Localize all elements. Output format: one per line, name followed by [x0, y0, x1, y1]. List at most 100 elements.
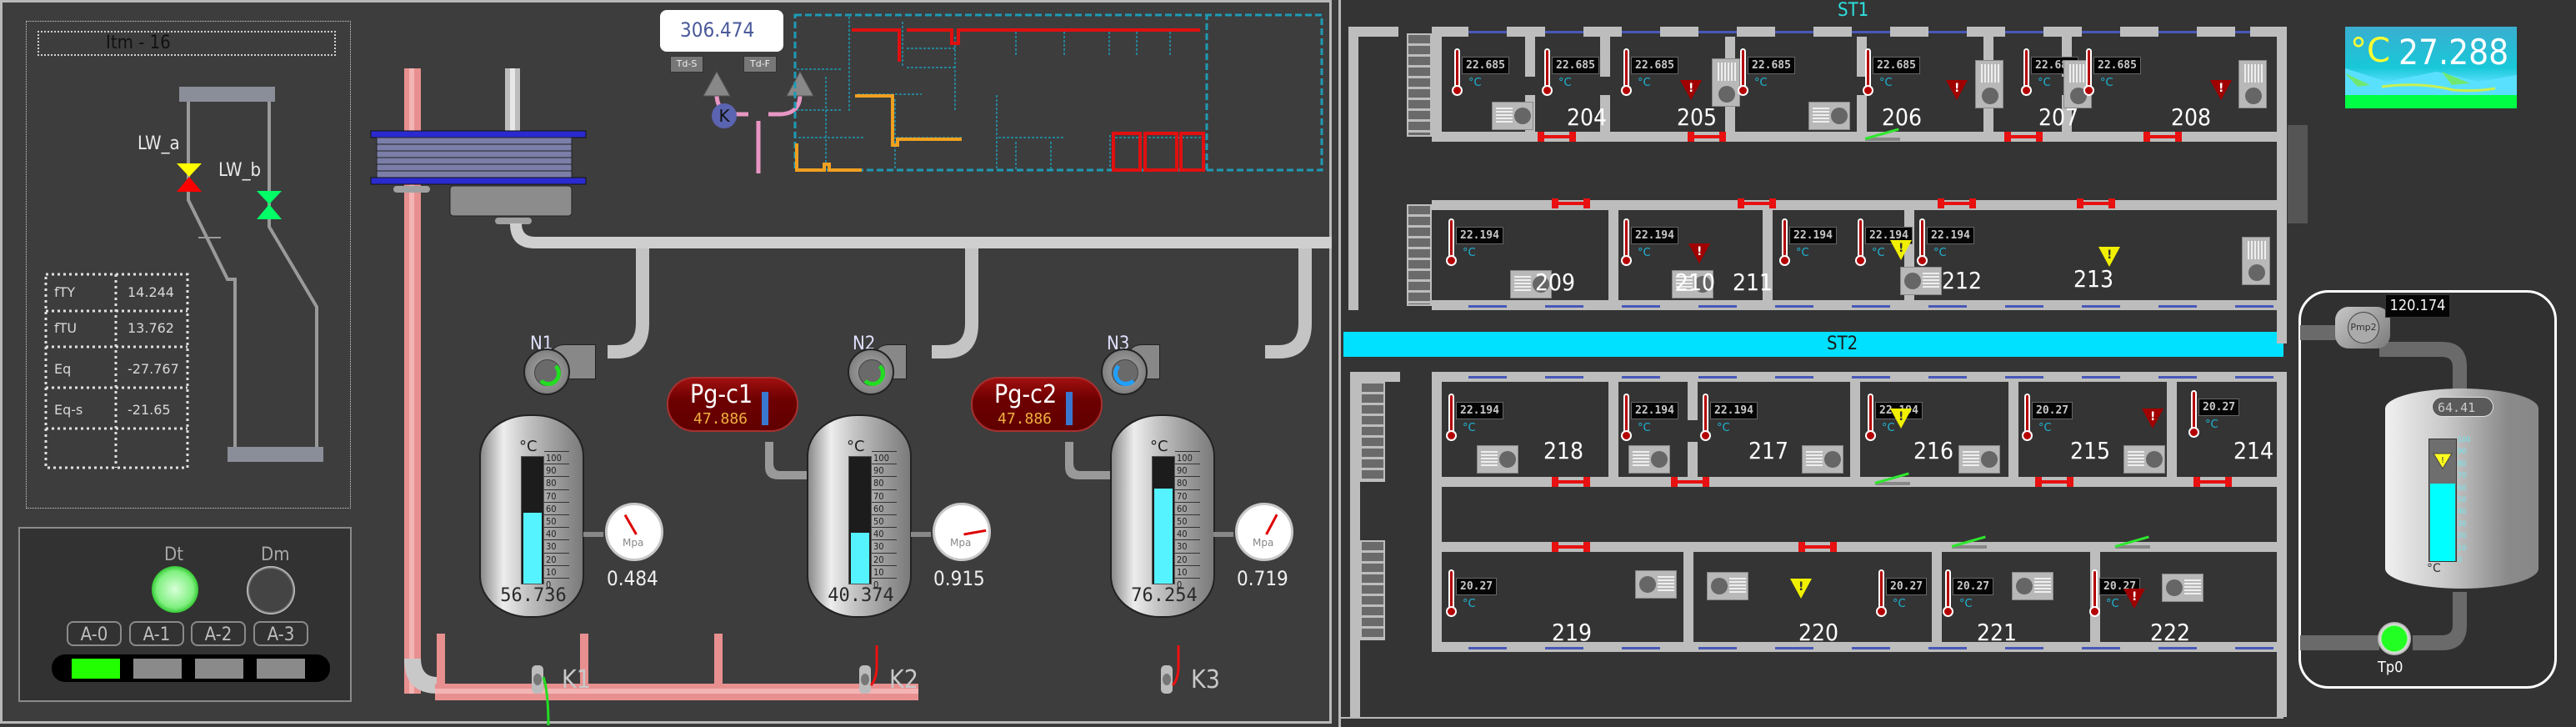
- window: [2158, 31, 2197, 33]
- ac-unit-icon[interactable]: [1712, 58, 1740, 107]
- wall-segment: [1813, 27, 1852, 37]
- a2-button[interactable]: A-2: [191, 621, 246, 646]
- pump-pmp2[interactable]: Pmp2: [2335, 307, 2390, 348]
- room-temp-unit: °C: [2100, 77, 2113, 89]
- a1-button[interactable]: A-1: [129, 621, 184, 646]
- wall-segment: [1608, 210, 1618, 310]
- valve-k3[interactable]: [1161, 665, 1173, 694]
- window: [1468, 647, 1507, 649]
- mini-floorplan[interactable]: [788, 12, 1330, 175]
- svg-text:!: !: [2441, 456, 2444, 465]
- k-node[interactable]: K: [712, 103, 737, 128]
- door-closed[interactable]: [2193, 477, 2232, 487]
- room-temp-value: 22.685: [1748, 57, 1795, 74]
- ac-unit-icon[interactable]: [1510, 270, 1552, 298]
- ac-unit-icon[interactable]: [2123, 445, 2165, 474]
- a0-button[interactable]: A-0: [67, 621, 122, 646]
- wall-segment: [1432, 27, 1468, 37]
- valve-k1[interactable]: [532, 665, 543, 694]
- door-closed[interactable]: [2143, 132, 2182, 142]
- window: [1852, 376, 1890, 379]
- status-warning-icon[interactable]: !: [1890, 240, 1912, 260]
- window: [1775, 305, 1813, 308]
- room-temp-value: 20.27: [1886, 578, 1928, 595]
- door-closed[interactable]: [1552, 542, 1590, 552]
- a2-led: [195, 659, 243, 679]
- valve-k1-handle[interactable]: [542, 675, 552, 727]
- thermometer-icon: [1621, 48, 1632, 97]
- room-number: 204: [1567, 103, 1608, 131]
- gauge-needle: [623, 514, 638, 535]
- indicator-dm-label: Dm: [261, 544, 290, 565]
- room-temp-value: 22.685: [1552, 57, 1599, 74]
- room-temp-unit: °C: [1468, 77, 1482, 89]
- thermometer-icon: [1855, 218, 1866, 267]
- alarm-warning-icon[interactable]: !: [2210, 80, 2232, 100]
- ac-unit-icon[interactable]: [2242, 237, 2270, 285]
- ac-unit-icon[interactable]: [1477, 445, 1518, 474]
- window: [2158, 647, 2197, 649]
- door-closed[interactable]: [1552, 198, 1590, 208]
- pump-n3[interactable]: [1101, 348, 1148, 395]
- status-warning-icon[interactable]: !: [1790, 579, 1812, 599]
- thermometer-icon: [1446, 569, 1457, 618]
- wall-segment: [1600, 95, 1610, 135]
- a3-button[interactable]: A-3: [253, 621, 308, 646]
- alarm-warning-icon[interactable]: !: [2123, 589, 2145, 609]
- door-closed[interactable]: [2035, 477, 2073, 487]
- room-temp-value: 22.194: [1456, 227, 1503, 244]
- pump-n2[interactable]: [848, 348, 894, 395]
- param-value: -27.767: [128, 361, 179, 377]
- wall-segment: [1857, 37, 1867, 77]
- alarm-warning-icon[interactable]: !: [1680, 80, 1702, 100]
- ac-unit-icon[interactable]: [2238, 60, 2267, 108]
- room-number: 205: [1677, 103, 1718, 131]
- valve-k3-handle[interactable]: [1171, 644, 1181, 687]
- wall-segment: [2043, 27, 2082, 37]
- ac-unit-icon[interactable]: [2012, 572, 2053, 600]
- ac-unit-icon[interactable]: [1808, 102, 1850, 130]
- ac-unit-icon[interactable]: [1492, 102, 1533, 130]
- window: [1698, 31, 1737, 33]
- ac-unit-icon[interactable]: [1958, 445, 2000, 474]
- room-temp-value: 22.194: [1456, 402, 1503, 419]
- lw-b-valve[interactable]: [255, 190, 283, 223]
- door-closed[interactable]: [2004, 132, 2043, 142]
- ac-unit-icon[interactable]: [1672, 270, 1713, 298]
- ac-unit-icon[interactable]: [2162, 574, 2203, 602]
- room-temp-unit: °C: [1796, 247, 1809, 259]
- room-temp-value: 22.194: [1789, 227, 1837, 244]
- ac-unit-icon[interactable]: [1707, 572, 1748, 600]
- window: [1468, 31, 1507, 33]
- door-closed[interactable]: [1538, 132, 1576, 142]
- ac-unit-icon[interactable]: [1975, 60, 2003, 108]
- alarm-warning-icon[interactable]: !: [1946, 80, 1968, 100]
- door-closed[interactable]: [1671, 477, 1709, 487]
- valve-k2[interactable]: [859, 665, 871, 694]
- lw-a-valve[interactable]: [175, 163, 203, 196]
- ac-unit-icon[interactable]: [1802, 445, 1843, 474]
- alarm-warning-icon[interactable]: !: [2142, 409, 2163, 429]
- td-f-tag: Td-F: [743, 56, 777, 73]
- ac-unit-icon[interactable]: [1635, 570, 1677, 599]
- pump-tp0-status[interactable]: [2378, 622, 2411, 655]
- wall-segment: [1890, 27, 1928, 37]
- status-warning-icon[interactable]: !: [2098, 247, 2120, 267]
- alarm-warning-icon[interactable]: !: [1688, 243, 1710, 263]
- door-closed[interactable]: [1738, 198, 1776, 208]
- valve-k2-handle[interactable]: [869, 644, 879, 687]
- door-closed[interactable]: [1688, 132, 1726, 142]
- stairs: [1407, 33, 1432, 137]
- door-closed[interactable]: [1552, 477, 1590, 487]
- ac-unit-icon[interactable]: [1628, 445, 1670, 474]
- door-closed[interactable]: [1798, 542, 1837, 552]
- thermometer-icon: [1700, 394, 1711, 442]
- pump-n1[interactable]: [523, 348, 570, 395]
- st2-label: ST2: [1827, 333, 1858, 354]
- door-closed[interactable]: [2077, 198, 2115, 208]
- door-closed[interactable]: [1938, 198, 1976, 208]
- wall-segment: [1432, 200, 2287, 210]
- status-warning-icon[interactable]: !: [1890, 409, 1912, 429]
- ac-unit-icon[interactable]: [1900, 267, 1942, 295]
